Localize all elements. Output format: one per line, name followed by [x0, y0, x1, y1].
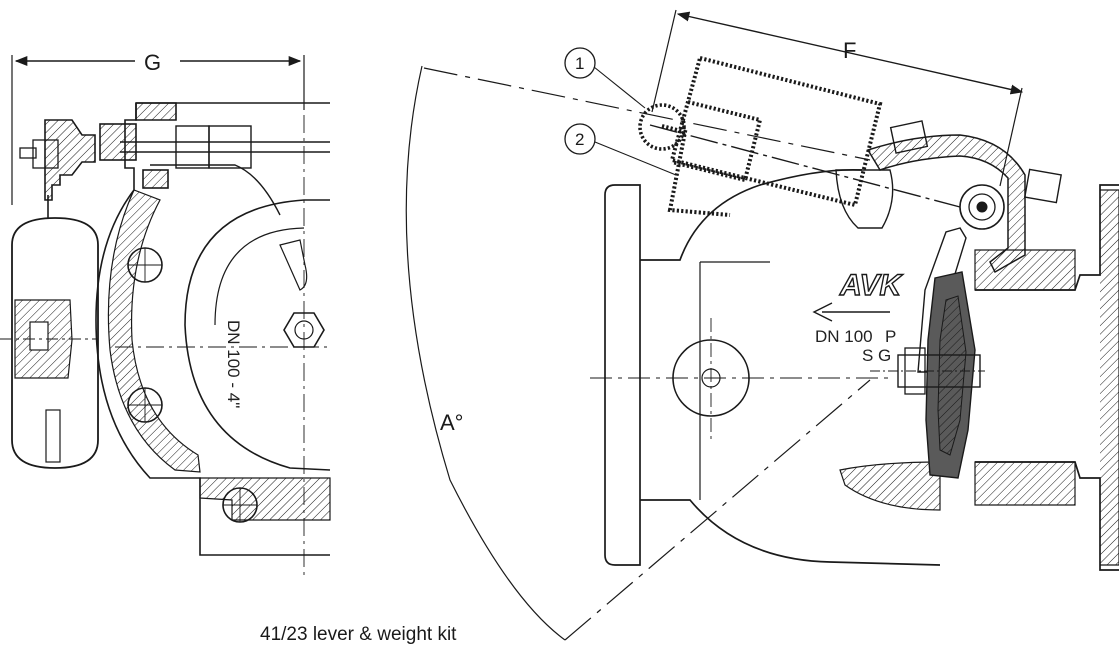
valve-body-outline — [640, 168, 941, 566]
disc-arc-inner — [214, 227, 305, 326]
shaft-seal — [142, 169, 169, 189]
bolt-centerlines — [128, 248, 257, 522]
angle-upper-line — [423, 67, 871, 161]
callout-2-circle — [564, 123, 596, 155]
callout-2-label: 2 — [575, 130, 584, 149]
lever-weight — [11, 217, 99, 469]
lever-axis — [649, 124, 961, 208]
lever-hub-position — [638, 103, 686, 151]
side-top-wall — [135, 102, 177, 121]
weight-position-1 — [669, 55, 883, 208]
dimension-g-label: G — [144, 50, 161, 75]
body-boss — [835, 169, 894, 229]
side-rib — [279, 239, 308, 291]
bonnet-cover — [866, 134, 1026, 274]
side-arm — [150, 164, 281, 216]
pressure-marking: P — [885, 327, 896, 346]
front-view — [405, 9, 1119, 641]
lever-bolt — [19, 147, 37, 159]
angle-lower-line — [564, 379, 871, 641]
weight-position-2-lower — [661, 124, 731, 217]
hinge-pin-core — [976, 201, 988, 213]
body-outlet-wall — [839, 461, 941, 511]
side-view — [0, 55, 331, 580]
body-inner — [699, 261, 770, 500]
flow-arrow-head — [812, 302, 833, 322]
weight-handle — [45, 409, 61, 463]
outlet-flange — [975, 184, 1119, 571]
shaft-nut — [208, 125, 252, 169]
inlet-flange — [604, 184, 641, 566]
callout-2-leader — [594, 141, 677, 176]
side-view-size-marking: DN 100 - 4" — [224, 320, 243, 408]
f-dimension-line — [676, 11, 1024, 95]
lever-clamp — [32, 139, 59, 169]
side-wall-section — [107, 189, 201, 473]
disc-arc-lower — [184, 324, 331, 471]
weight-insert — [29, 321, 49, 351]
f-extension-left — [651, 9, 677, 113]
disc-arc-outer — [184, 199, 330, 326]
callout-1-label: 1 — [575, 54, 584, 73]
hinge-pin-inner — [968, 193, 996, 221]
brand-mark: AVK — [839, 269, 903, 302]
dimension-f-label: F — [843, 38, 856, 63]
size-marking: DN 100 — [815, 327, 873, 346]
lever-hub — [44, 119, 96, 201]
disc-core — [937, 295, 967, 456]
shaft-collar — [175, 125, 210, 169]
side-bottom-wall — [199, 477, 331, 521]
callout-1-circle — [564, 47, 596, 79]
diagram-caption: 41/23 lever & weight kit — [260, 624, 457, 645]
weight-position-2 — [671, 100, 763, 183]
callout-1-leader — [593, 66, 646, 109]
dimension-a-label: A° — [440, 410, 463, 435]
cover-bolt-left — [889, 120, 929, 154]
outlet-upper-hatch — [974, 249, 1076, 291]
angle-arc — [405, 65, 566, 641]
outlet-lower-hatch — [974, 461, 1076, 506]
cover-bolt-right — [1024, 168, 1062, 204]
material-marking: S G — [862, 346, 891, 365]
outlet-flange-face — [1100, 189, 1119, 566]
